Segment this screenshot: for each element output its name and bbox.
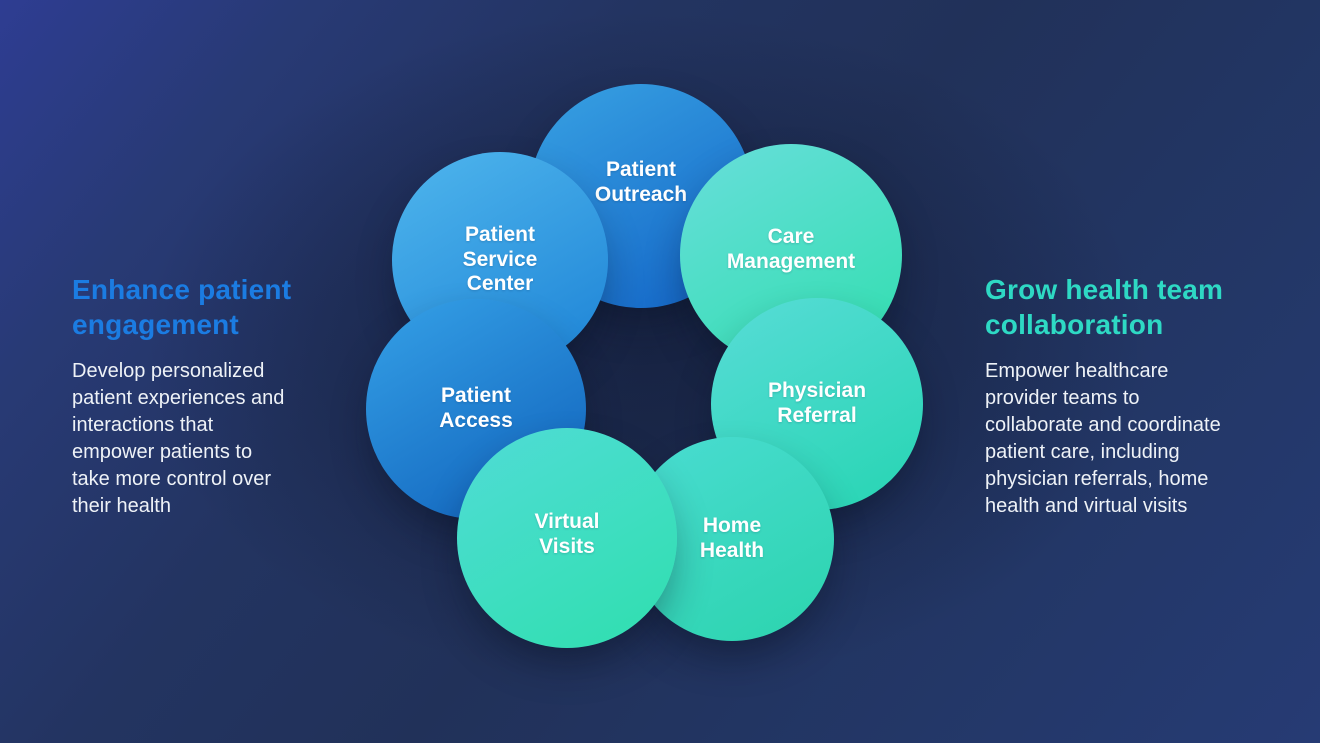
- right-panel-title: Grow health team collaboration: [985, 274, 1224, 340]
- circle-label: Virtual Visits: [534, 510, 600, 558]
- circle-label: Home Health: [699, 514, 765, 562]
- right-text-panel: Grow health team collaboration Empower h…: [985, 272, 1271, 520]
- circle-label: Patient Service Center: [462, 223, 538, 296]
- left-panel-title: Enhance patient engagement: [72, 274, 292, 340]
- right-panel-body: Empower healthcare provider teams to col…: [985, 360, 1221, 517]
- circle-label: Patient Outreach: [594, 158, 688, 206]
- circle-virtual-visits: Virtual Visits: [457, 428, 677, 648]
- circle-label: Physician Referral: [767, 379, 867, 427]
- circle-label: Patient Access: [439, 384, 513, 432]
- left-panel-body: Develop personalized patient experiences…: [72, 360, 285, 517]
- left-text-panel: Enhance patient engagement Develop perso…: [72, 272, 340, 520]
- circle-label: Care Management: [726, 225, 856, 273]
